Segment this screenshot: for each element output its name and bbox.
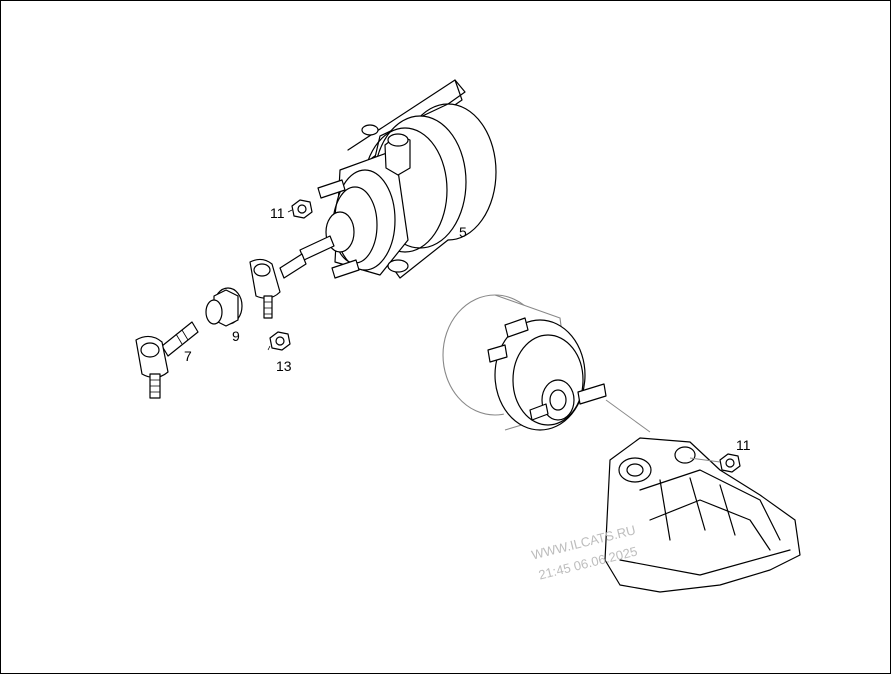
leader-lines — [267, 209, 293, 351]
part-5-brake-chamber[interactable] — [299, 79, 497, 279]
part-9-bushing[interactable] — [205, 287, 243, 327]
callout-9: 9 — [232, 328, 240, 344]
part-7-clevis[interactable] — [135, 321, 199, 399]
callout-13: 13 — [276, 358, 292, 374]
lower-brake-chamber[interactable] — [442, 294, 651, 433]
part-13-nut[interactable] — [269, 331, 291, 351]
callout-7: 7 — [184, 348, 192, 364]
part-11-nut-lower[interactable] — [719, 453, 741, 473]
brake-caliper[interactable] — [604, 437, 801, 593]
callout-11-upper: 11 — [270, 205, 285, 221]
callout-11-lower: 11 — [736, 437, 751, 453]
part-11-nut-upper[interactable] — [291, 199, 313, 219]
callout-5: 5 — [459, 224, 467, 240]
clevis-upper[interactable] — [249, 253, 307, 319]
